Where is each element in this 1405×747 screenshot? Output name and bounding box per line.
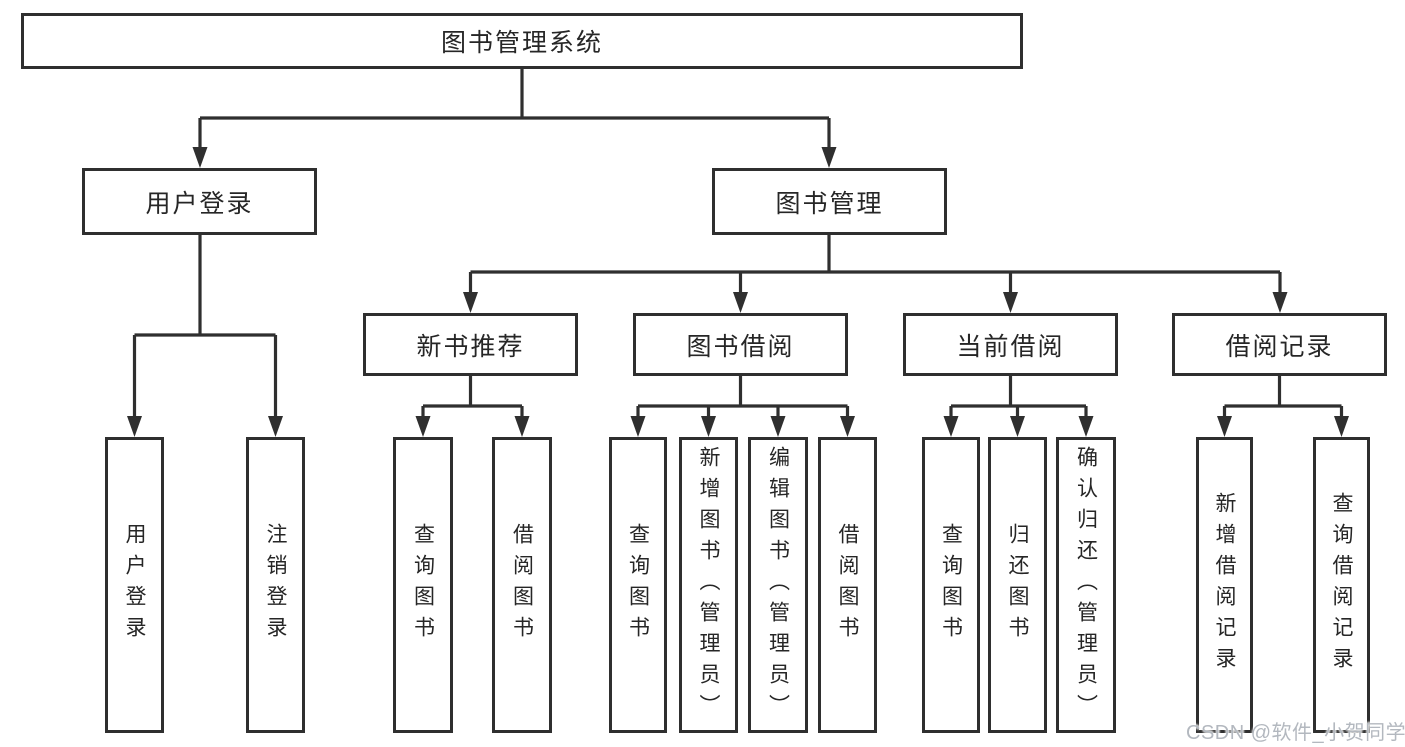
leaf-bb-edit-books-admin: 编辑图书（管理员） (748, 437, 808, 733)
node-label: 新增借阅记录 (1213, 492, 1236, 678)
node-label: 查询图书 (411, 523, 435, 647)
leaf-bb-add-books-admin: 新增图书（管理员） (679, 437, 738, 733)
node-label: 查询图书 (939, 523, 963, 647)
leaf-logout-login: 注销登录 (246, 437, 305, 733)
leaf-br-add-record: 新增借阅记录 (1196, 437, 1253, 733)
leaf-br-query-record: 查询借阅记录 (1313, 437, 1370, 733)
node-label: 注销登录 (264, 523, 287, 647)
leaf-bb-query-books: 查询图书 (609, 437, 667, 733)
arrowheads (127, 147, 1349, 437)
node-label: 用户登录 (145, 189, 254, 218)
leaf-nbr-borrow-books: 借阅图书 (492, 437, 552, 733)
node-label: 查询图书 (626, 523, 650, 647)
node-borrowing-records: 借阅记录 (1172, 313, 1387, 376)
node-label: 新书推荐 (416, 332, 525, 361)
node-label: 借阅图书 (836, 523, 859, 647)
node-label: 查询借阅记录 (1330, 492, 1353, 678)
node-label: 用户登录 (123, 523, 146, 647)
leaf-cb-query-books: 查询图书 (922, 437, 980, 733)
node-label: 图书管理 (775, 189, 884, 218)
leaf-bb-borrow-books: 借阅图书 (818, 437, 877, 733)
node-current-borrowing: 当前借阅 (903, 313, 1118, 376)
node-label: 图书借阅 (686, 332, 795, 361)
node-book-management: 图书管理 (712, 168, 947, 235)
node-label: 归还图书 (1006, 523, 1029, 647)
csdn-watermark: CSDN @软件_小贺同学 (1186, 722, 1405, 744)
node-system-root: 图书管理系统 (21, 13, 1023, 69)
node-label: 新增图书（管理员） (697, 445, 720, 725)
node-label: 借阅记录 (1225, 332, 1334, 361)
node-label: 借阅图书 (510, 523, 534, 647)
leaf-nbr-query-books: 查询图书 (393, 437, 453, 733)
node-user-login: 用户登录 (82, 168, 317, 235)
node-label: 图书管理系统 (440, 29, 603, 57)
leaf-cb-return-books: 归还图书 (988, 437, 1047, 733)
node-label: 编辑图书（管理员） (766, 445, 790, 725)
leaf-user-login: 用户登录 (105, 437, 164, 733)
leaf-cb-confirm-return-admin: 确认归还（管理员） (1056, 437, 1116, 733)
node-new-book-recommend: 新书推荐 (363, 313, 578, 376)
node-label: 当前借阅 (956, 332, 1065, 361)
node-label: 确认归还（管理员） (1074, 445, 1098, 725)
node-book-borrowing: 图书借阅 (633, 313, 848, 376)
